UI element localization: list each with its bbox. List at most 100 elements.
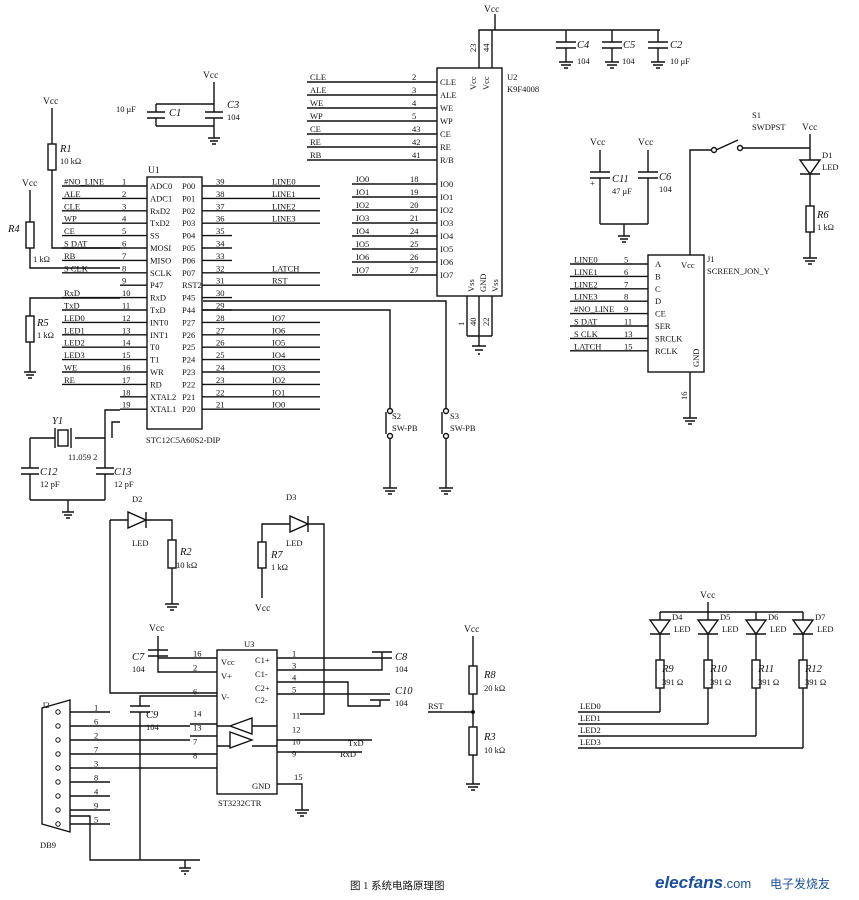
j1-pin-number: 13 xyxy=(624,329,633,339)
j1-net-label: S CLK xyxy=(574,329,599,339)
u3-pin-number: 12 xyxy=(292,725,301,735)
u1-pin-number: 8 xyxy=(122,263,126,273)
u1-net-label: ALE xyxy=(64,189,81,199)
j1-net-label: LINE3 xyxy=(574,292,598,302)
u1-pin-number: 35 xyxy=(216,226,225,236)
svg-text:R6: R6 xyxy=(816,210,829,221)
cap-c9: C9 104 xyxy=(130,695,217,860)
u1-pin-name: P20 xyxy=(182,404,195,414)
u1-pin-number: 32 xyxy=(216,263,225,273)
svg-text:+: + xyxy=(590,178,595,188)
u1-pin-number: 4 xyxy=(122,214,127,224)
svg-text:Vcc: Vcc xyxy=(590,138,605,148)
u1-pin-number: 25 xyxy=(216,350,225,360)
svg-text:104: 104 xyxy=(132,664,146,674)
u1-pin-name: P04 xyxy=(182,231,196,241)
cap-c8: C8 104 xyxy=(277,651,409,674)
u2-pin-number: 20 xyxy=(410,200,419,210)
svg-text:R2: R2 xyxy=(179,547,192,558)
watermark-logo: elecfans .com 电子发烧友 xyxy=(655,873,830,892)
svg-text:SWDPST: SWDPST xyxy=(752,122,786,132)
led-d5 xyxy=(696,619,720,724)
u1-pin-number: 24 xyxy=(216,363,225,373)
u3-pin-number: 10 xyxy=(292,737,301,747)
svg-text:10 kΩ: 10 kΩ xyxy=(484,745,505,755)
u1-pin-number: 9 xyxy=(122,276,126,286)
u1-pin-number: 15 xyxy=(122,350,131,360)
j2-pin-number: 7 xyxy=(94,745,98,755)
u3-rs232: U3 ST3232CTR Vcc V+ V- C1+ C1- C2+ C2- G… xyxy=(193,639,372,817)
rst-network: Vcc R8 20 kΩ R3 10 kΩ RST xyxy=(428,625,505,791)
u1-pin-name: T0 xyxy=(150,342,159,352)
u1-part: STC12C5A60S2-DIP xyxy=(146,435,220,445)
u2-pin-44: 44 xyxy=(481,43,491,52)
u2-pin-name: IO1 xyxy=(440,192,453,202)
j2-pin-number: 5 xyxy=(94,815,98,825)
svg-text:C3: C3 xyxy=(227,100,239,111)
led-val: LED xyxy=(817,624,834,634)
u3-pin-number: 1 xyxy=(292,649,296,659)
svg-text:R4: R4 xyxy=(7,224,20,235)
svg-text:TxD: TxD xyxy=(348,738,364,748)
u1-pin-number: 39 xyxy=(216,177,225,187)
u1-net-label: IO2 xyxy=(272,375,285,385)
u1-pin-number: 2 xyxy=(122,189,126,199)
u3-pin-number: 13 xyxy=(193,723,202,733)
u2-vcc-label: Vcc xyxy=(484,5,499,15)
svg-text:10 μF: 10 μF xyxy=(670,56,690,66)
u3-pin-number: 7 xyxy=(193,737,197,747)
svg-text:LED: LED xyxy=(286,538,303,548)
u1-net-label: CLE xyxy=(64,201,80,211)
u2-pin-number: 5 xyxy=(412,111,416,121)
svg-text:Vcc: Vcc xyxy=(638,138,653,148)
svg-text:1 kΩ: 1 kΩ xyxy=(817,222,834,232)
j1-pin-name: SER xyxy=(655,321,671,331)
u2-pin-1: 1 xyxy=(456,322,466,326)
svg-text:C5: C5 xyxy=(623,40,635,51)
u1-net-label: IO3 xyxy=(272,363,285,373)
u1-pin-name: P21 xyxy=(182,392,195,402)
u1-net-label: IO6 xyxy=(272,325,285,335)
svg-text:Y1: Y1 xyxy=(52,416,63,427)
svg-text:104: 104 xyxy=(395,698,409,708)
u2-pin-number: 19 xyxy=(410,187,419,197)
u2-pin-name: ALE xyxy=(440,90,457,100)
u2-net-label: WP xyxy=(310,111,323,121)
u2-pin-name: CE xyxy=(440,129,451,139)
svg-text:V-: V- xyxy=(221,692,229,702)
svg-text:12 pF: 12 pF xyxy=(40,479,60,489)
switch-s3: S3 SW-PB xyxy=(203,300,476,495)
u1-pin-name: ADC1 xyxy=(150,193,172,203)
svg-text:R1: R1 xyxy=(59,144,72,155)
u1-pin-name: P07 xyxy=(182,268,195,278)
j1-pin-name: C xyxy=(655,284,661,294)
u1-pin-number: 7 xyxy=(122,251,126,261)
u1-pin-number: 14 xyxy=(122,338,131,348)
u2-pin-name: IO4 xyxy=(440,231,454,241)
j2-pin-number: 6 xyxy=(94,717,98,727)
svg-text:C7: C7 xyxy=(132,652,145,663)
u2-net-label: IO0 xyxy=(356,174,369,184)
led-val: LED xyxy=(722,624,739,634)
svg-text:C13: C13 xyxy=(114,467,132,478)
u1-net-label: LED0 xyxy=(64,313,85,323)
svg-text:D3: D3 xyxy=(286,492,296,502)
j1-pin-name: B xyxy=(655,271,661,281)
u2-net-label: IO1 xyxy=(356,187,369,197)
cap-c7: Vcc C7 104 xyxy=(132,624,217,674)
resistor-r9 xyxy=(655,659,665,689)
u3-pin-number: 5 xyxy=(292,685,296,695)
u1-pin-name: INT0 xyxy=(150,317,168,327)
j1-pin-name: A xyxy=(655,259,662,269)
svg-text:1 kΩ: 1 kΩ xyxy=(37,330,54,340)
switch-s1: S1 SWDPST xyxy=(689,110,810,255)
u1-pin-name: P44 xyxy=(182,305,196,315)
u2-pin-name: IO7 xyxy=(440,270,453,280)
svg-text:104: 104 xyxy=(577,56,591,66)
svg-text:RST: RST xyxy=(428,701,444,711)
